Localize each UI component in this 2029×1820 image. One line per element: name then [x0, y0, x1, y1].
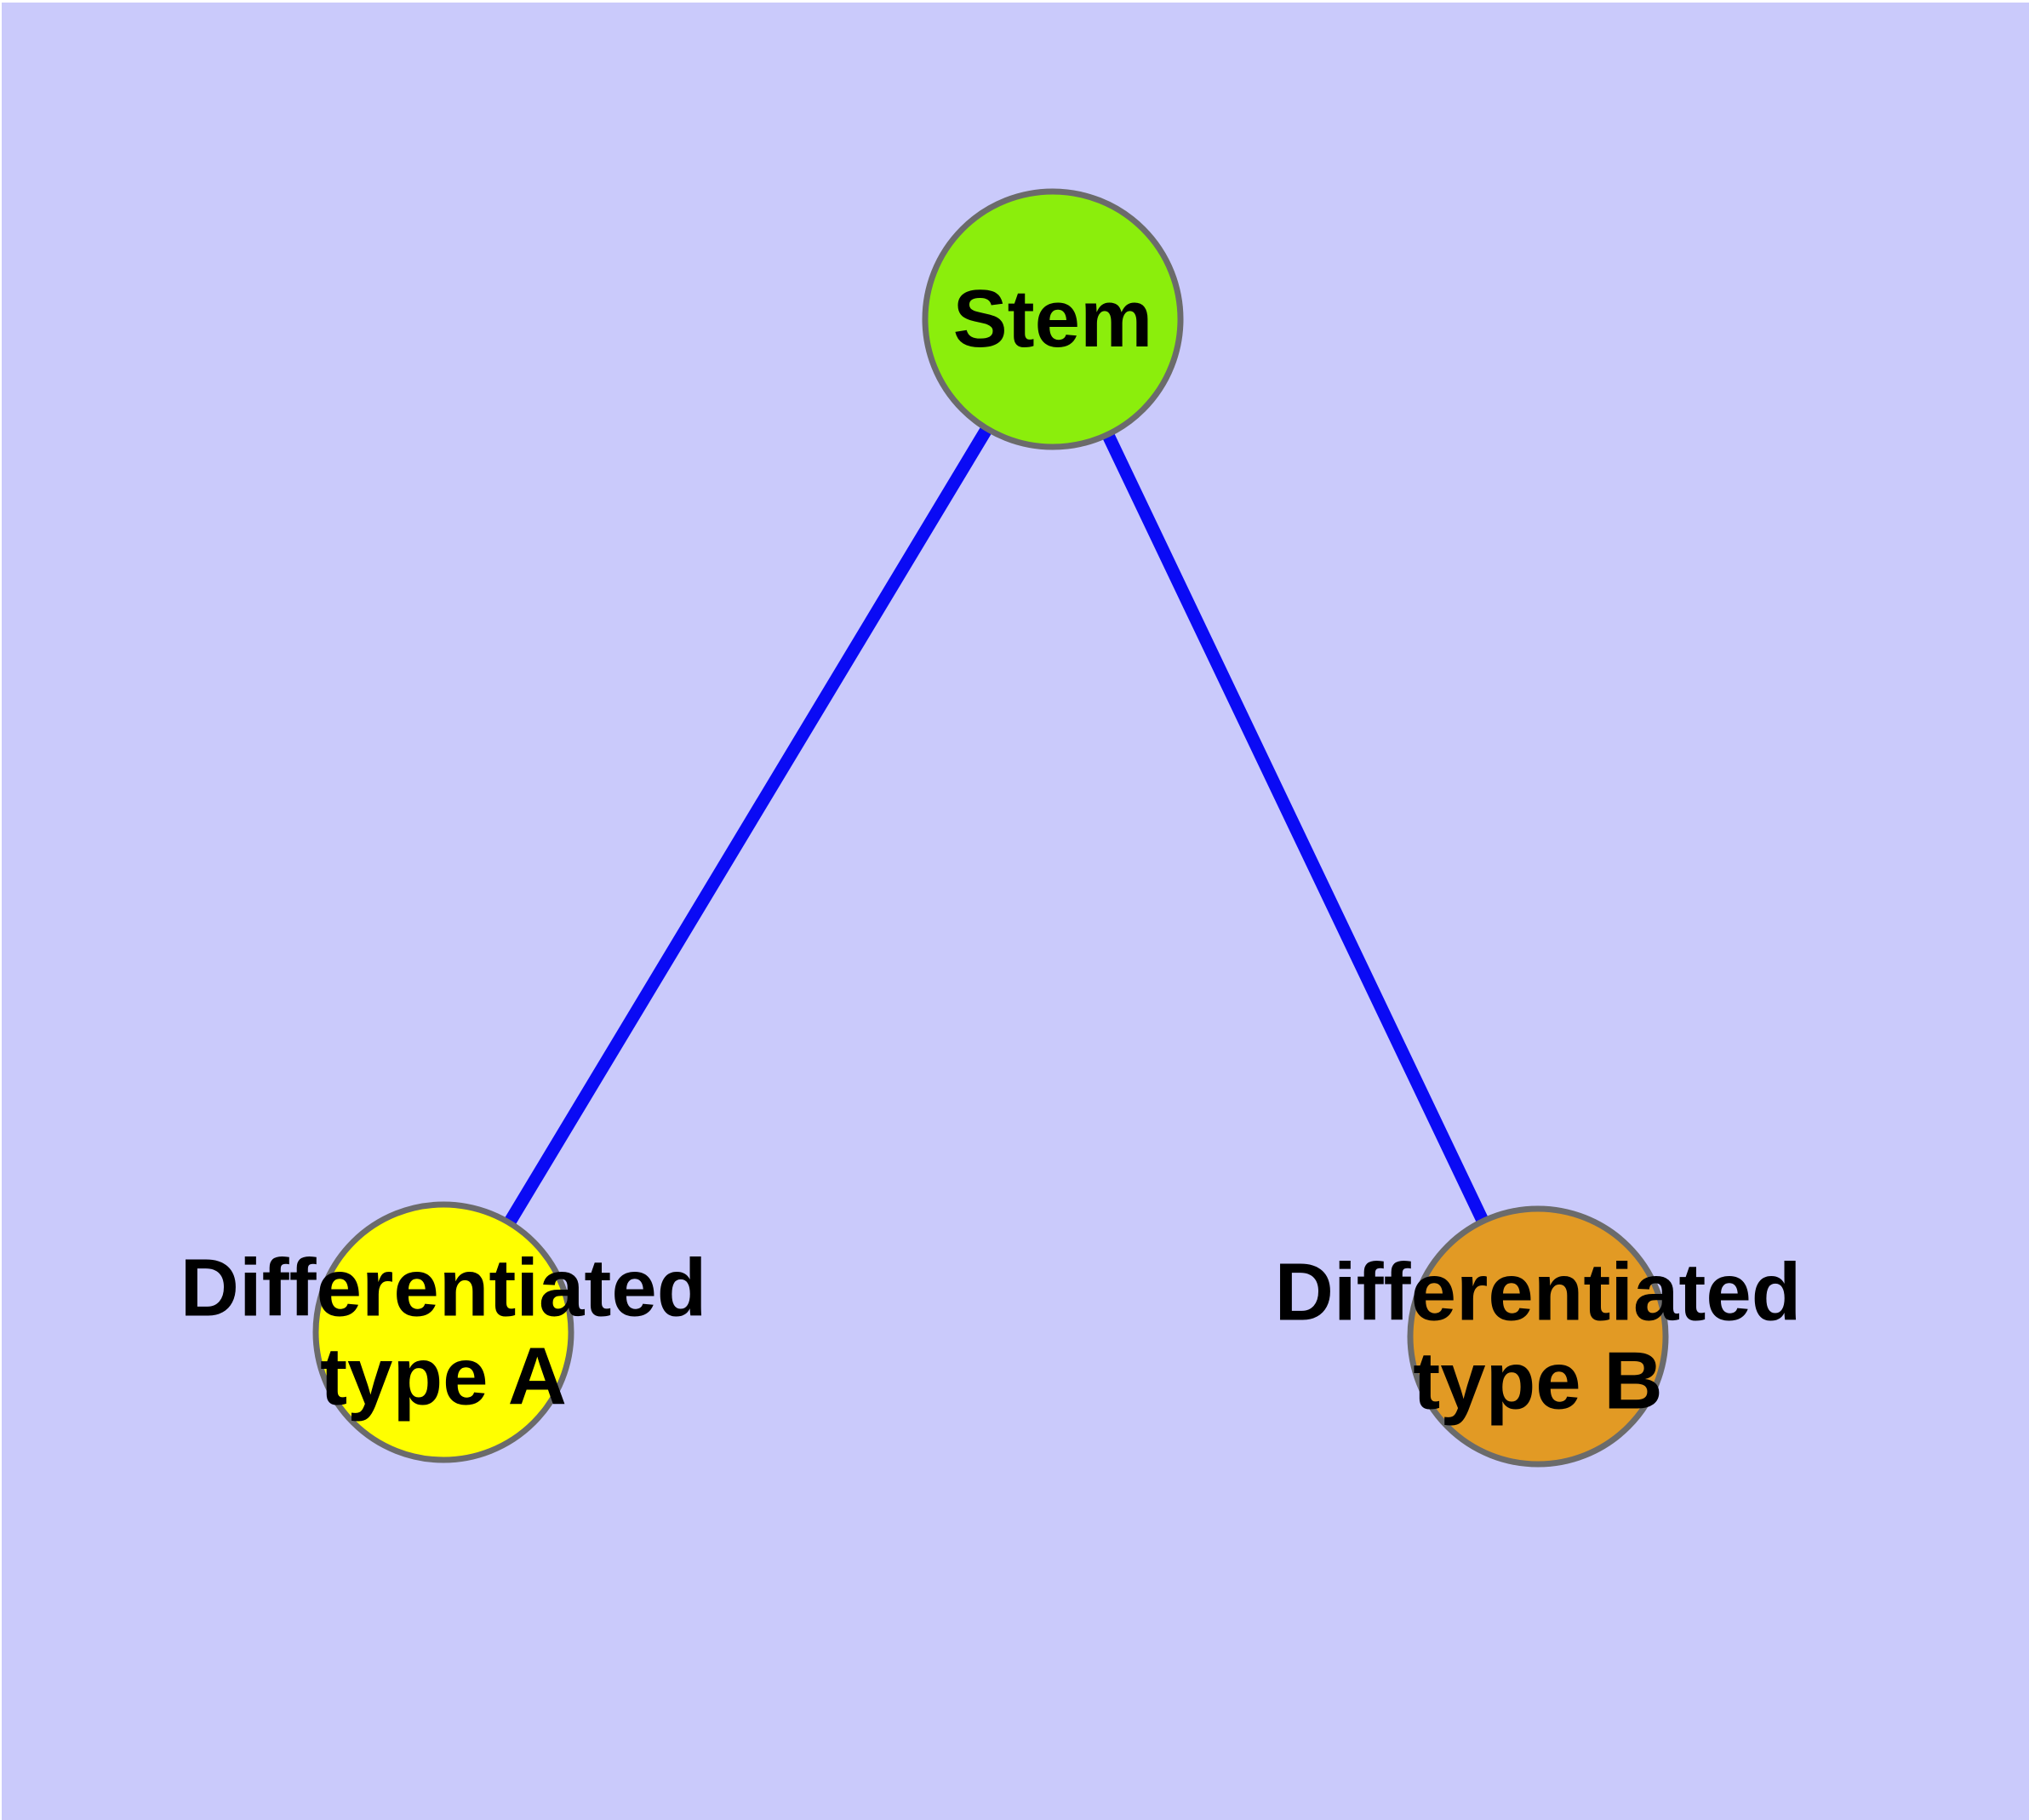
edge-stem-to-type-b	[1047, 316, 1544, 1340]
node-differentiated-type-a[interactable]	[312, 1201, 574, 1463]
node-stem[interactable]	[922, 188, 1184, 450]
node-differentiated-type-b[interactable]	[1407, 1205, 1669, 1468]
edge-stem-to-type-a	[437, 316, 1059, 1336]
